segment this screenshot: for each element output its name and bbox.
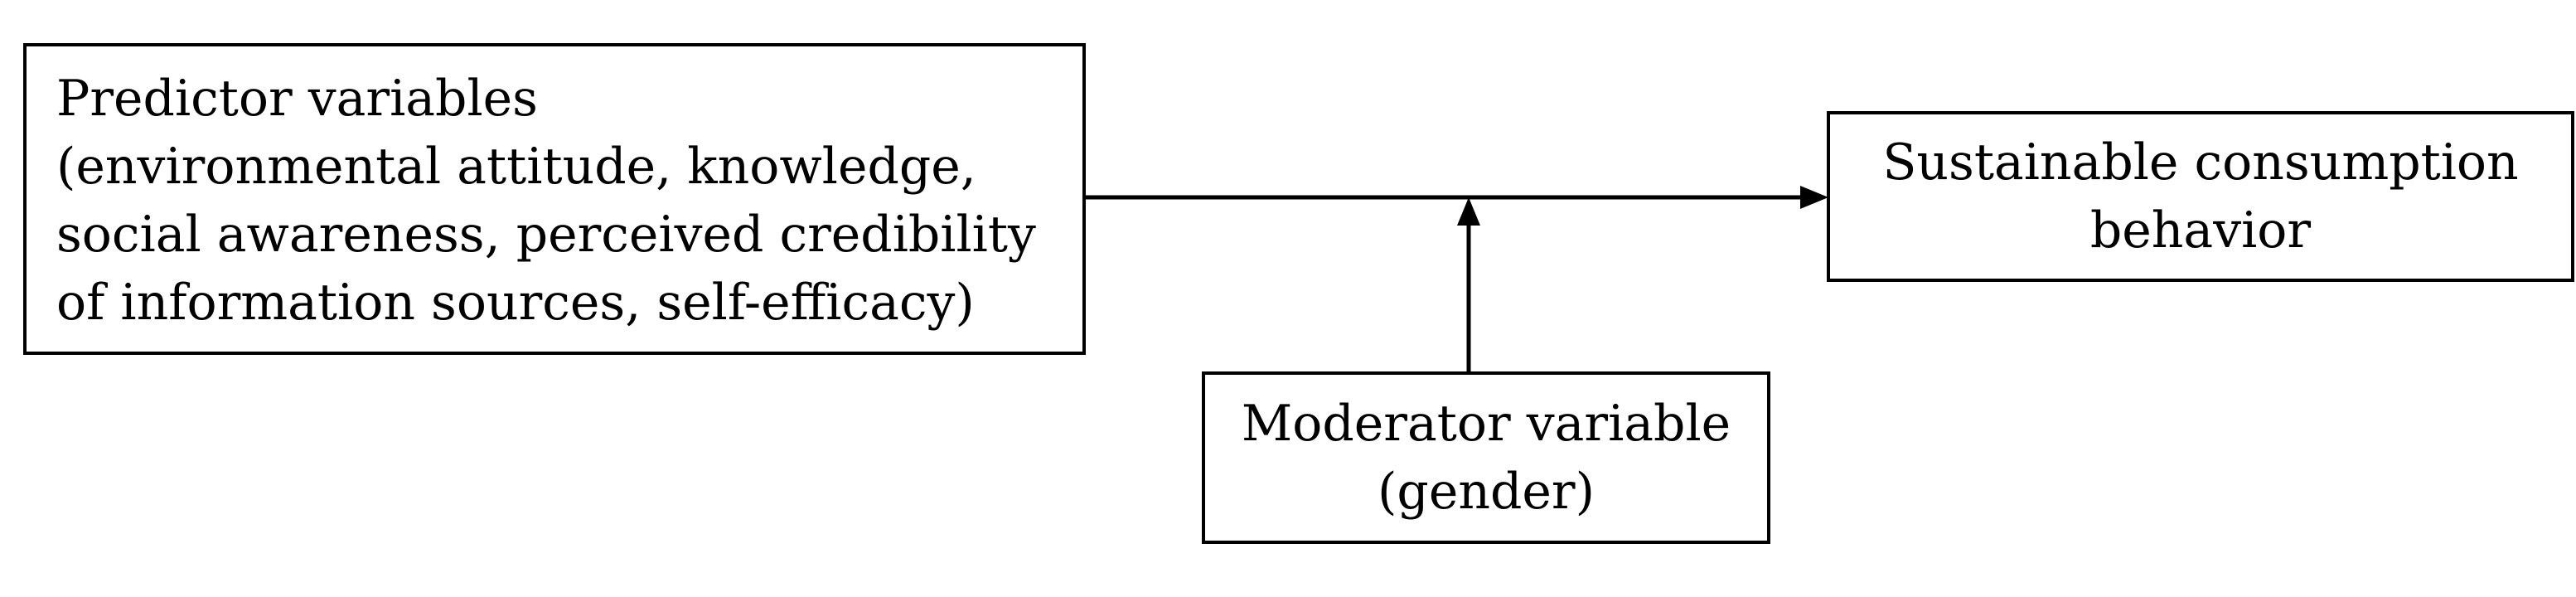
predictor-line-2: (environmental attitude, knowledge, [56,138,976,196]
predictor-line-3: social awareness, perceived credibility [56,206,1036,264]
moderator-line-1: Moderator variable [1241,395,1731,453]
moderator-line-2: (gender) [1378,463,1595,521]
predictor-line-1: Predictor variables [56,70,538,128]
moderator-arrowhead [1457,197,1480,226]
outcome-line-2: behavior [2089,201,2312,260]
predictor-to-outcome-arrowhead [1800,186,1828,209]
predictor-line-4: of information sources, self-efficacy) [56,274,975,332]
outcome-line-1: Sustainable consumption [1882,133,2519,192]
outcome-box: Sustainable consumption behavior [1827,111,2574,282]
moderator-box: Moderator variable (gender) [1202,371,1770,544]
predictor-variables-box: Predictor variables (environmental attit… [23,43,1086,355]
